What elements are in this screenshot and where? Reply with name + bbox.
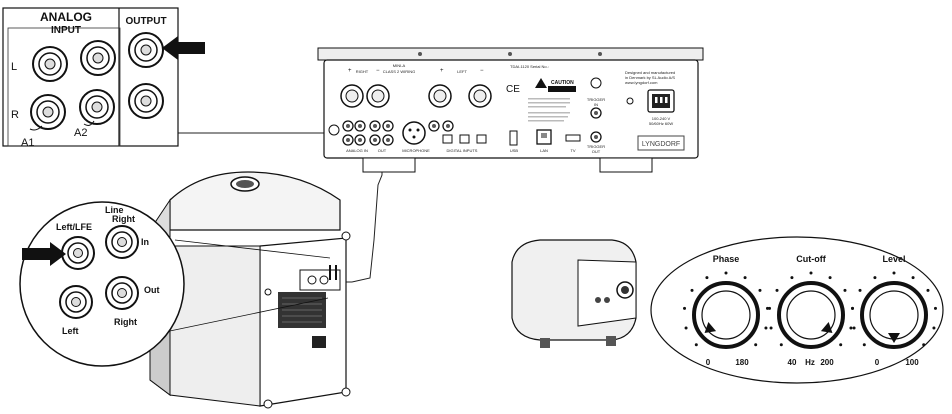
small-subwoofer bbox=[511, 239, 637, 348]
analog-title: ANALOG bbox=[40, 10, 92, 24]
tv-hdmi-port bbox=[565, 134, 581, 142]
large-subwoofer bbox=[149, 171, 351, 409]
designed-line-1: Designed and manufactured bbox=[625, 70, 675, 75]
output-title: OUTPUT bbox=[125, 16, 166, 27]
trigger-in-jack bbox=[590, 107, 602, 119]
level-max: 100 bbox=[905, 358, 919, 367]
subwoofer-input-inset: Line Left/LFE Right In Out Left Right bbox=[19, 201, 185, 367]
section-usb: USB bbox=[510, 148, 519, 153]
cutoff-max: 200 bbox=[820, 358, 834, 367]
section-lan: LAN bbox=[540, 148, 548, 153]
svg-text:+: + bbox=[348, 68, 352, 74]
pointer-icon bbox=[704, 321, 717, 333]
rca-jack-line-left bbox=[61, 236, 95, 270]
rca-jack-line-right bbox=[105, 225, 139, 259]
out-label: Out bbox=[144, 285, 160, 295]
right-label-bottom: Right bbox=[114, 317, 137, 327]
row-label-r: R bbox=[11, 109, 19, 121]
jack-label-a1: A1 bbox=[21, 137, 34, 149]
rca-jack-analog-r1 bbox=[30, 94, 66, 130]
analog-output-inset: ANALOG INPUT OUTPUT L R A1 A2 bbox=[2, 7, 205, 149]
svg-text:TRIGGER: TRIGGER bbox=[587, 144, 605, 149]
level-knob[interactable] bbox=[851, 271, 937, 349]
phase-knob[interactable] bbox=[683, 271, 769, 349]
warning-icon bbox=[535, 78, 547, 88]
in-label: In bbox=[141, 237, 149, 247]
svg-text:50/60Hz 60W: 50/60Hz 60W bbox=[649, 121, 673, 126]
caution-label: CAUTION bbox=[551, 80, 574, 86]
line-label: Line bbox=[105, 205, 124, 215]
rca-jack-out-left bbox=[59, 285, 93, 319]
analog-in-jacks bbox=[342, 120, 394, 146]
pointer-icon bbox=[820, 321, 833, 333]
brand-logo: LYNGDORF bbox=[642, 141, 680, 148]
level-title: Level bbox=[882, 254, 905, 264]
model-serial: TDAI-1120 Serial No.: bbox=[510, 64, 549, 69]
amp-label: MINI-A bbox=[393, 63, 406, 68]
left-label-bottom: Left bbox=[62, 326, 79, 336]
cutoff-title: Cut-off bbox=[796, 254, 826, 264]
microphone-xlr bbox=[402, 121, 426, 145]
section-out: OUT bbox=[378, 148, 387, 153]
designed-line-2: in Denmark by SL Audio A/S bbox=[625, 75, 675, 80]
arrow-right-icon bbox=[22, 242, 66, 266]
wiring-label: CLASS 2 WIRING bbox=[383, 69, 415, 74]
amplifier-rear-panel: MINI-A CLASS 2 WIRING RIGHT LEFT + − + − bbox=[317, 47, 704, 173]
cutoff-min: 40 bbox=[788, 358, 797, 367]
section-tv: TV bbox=[570, 148, 575, 153]
ground-screw-icon bbox=[328, 124, 340, 136]
rca-jack-output-r bbox=[128, 83, 164, 119]
left-lfe-label: Left/LFE bbox=[56, 222, 92, 232]
row-label-l: L bbox=[11, 61, 17, 73]
cutoff-knob[interactable] bbox=[768, 271, 854, 349]
rca-jack-analog-l2 bbox=[80, 40, 116, 76]
svg-text:100-240 V: 100-240 V bbox=[652, 116, 671, 121]
phase-title: Phase bbox=[713, 254, 740, 264]
pointer-icon bbox=[888, 333, 900, 343]
rca-jack-out-right bbox=[105, 276, 139, 310]
phase-max: 180 bbox=[735, 358, 749, 367]
rca-jack-output-l bbox=[128, 32, 164, 68]
power-inlet bbox=[647, 89, 675, 113]
right-label-top: Right bbox=[112, 214, 135, 224]
trigger-out-jack bbox=[590, 131, 602, 143]
rca-jack-analog-r2 bbox=[79, 89, 115, 125]
svg-text:+: + bbox=[440, 68, 444, 74]
speaker-terminals bbox=[340, 84, 492, 108]
svg-text:OUT: OUT bbox=[592, 149, 601, 154]
digital-input-jacks bbox=[428, 120, 487, 144]
svg-text:−: − bbox=[480, 68, 484, 74]
left-speaker-label: LEFT bbox=[457, 69, 467, 74]
svg-text:TRIGGER: TRIGGER bbox=[587, 97, 605, 102]
usb-port bbox=[509, 130, 518, 146]
ce-mark: CE bbox=[506, 84, 520, 95]
cutoff-unit: Hz bbox=[805, 358, 815, 367]
level-min: 0 bbox=[875, 358, 880, 367]
rca-jack-analog-l1 bbox=[32, 46, 68, 82]
website: www.lyngdorf.com bbox=[625, 80, 658, 85]
svg-text:−: − bbox=[376, 68, 380, 74]
section-analog-in: ANALOG IN bbox=[346, 148, 368, 153]
section-digital-inputs: DIGITAL INPUTS bbox=[447, 148, 478, 153]
input-title: INPUT bbox=[51, 25, 81, 36]
section-microphone: MICROPHONE bbox=[402, 148, 430, 153]
svg-text:IN: IN bbox=[594, 102, 598, 107]
arrow-left-icon bbox=[162, 36, 205, 60]
jack-label-a2: A2 bbox=[74, 127, 87, 139]
right-speaker-label: RIGHT bbox=[356, 69, 369, 74]
control-labels: Phase 0 180 Cut-off 40 Hz 200 Level 0 10… bbox=[706, 254, 919, 367]
phase-min: 0 bbox=[706, 358, 711, 367]
